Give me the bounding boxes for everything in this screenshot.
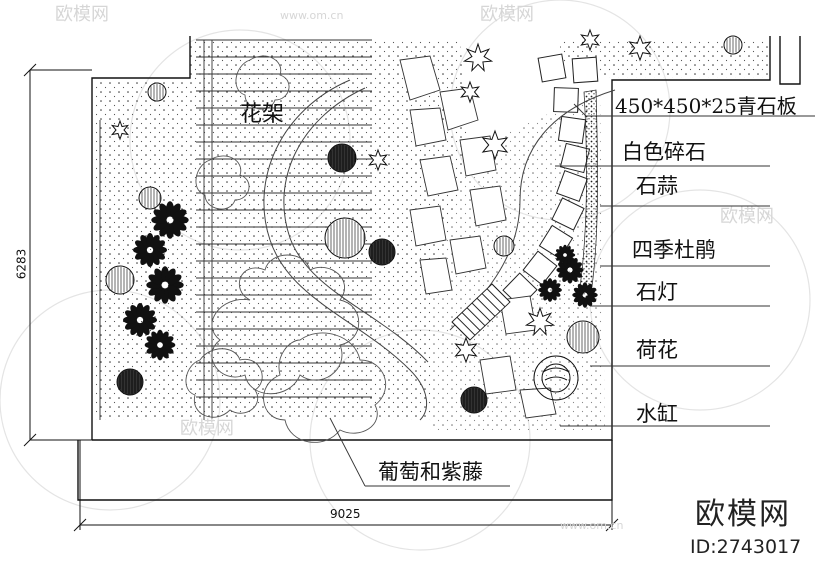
- stepping-stone: [557, 115, 587, 145]
- dark-shrub: [144, 329, 176, 361]
- rock: [449, 235, 487, 275]
- dark-shrubs: [123, 201, 598, 361]
- bridge-slat: [471, 302, 491, 322]
- round-shrub: [368, 238, 396, 266]
- bridge-slat: [476, 297, 496, 317]
- flower-rack-beams: [196, 39, 372, 420]
- round-shrub: [116, 368, 144, 396]
- bridge-slat: [456, 316, 476, 336]
- watermark-id: ID:2743017: [690, 536, 802, 558]
- star-plant: [524, 306, 556, 337]
- bridge-slat: [451, 321, 471, 341]
- rock-cluster: [399, 55, 557, 419]
- star-plants: [110, 28, 652, 364]
- dimension-height: 6283: [14, 248, 29, 280]
- round-shrub: [105, 265, 135, 295]
- watermark-brand-faint: 欧模网: [55, 4, 109, 25]
- label-stone-lamp: 石灯: [636, 280, 678, 304]
- dark-shrub: [123, 303, 157, 337]
- label-white-gravel: 白色碎石: [622, 140, 706, 164]
- stepping-stone: [551, 197, 585, 231]
- round-shrub: [460, 386, 488, 414]
- star-plant: [580, 28, 600, 52]
- rock: [409, 107, 447, 147]
- star-plant: [462, 42, 494, 73]
- rock: [419, 155, 459, 197]
- watermark-site-faint: www.om.cn: [280, 9, 344, 22]
- star-plant: [460, 80, 480, 104]
- label-bluestone: 450*450*25青石板: [615, 94, 797, 118]
- round-shrubs: [105, 35, 743, 414]
- star-plant: [628, 34, 652, 62]
- stepping-stone: [555, 169, 589, 203]
- bridge-slat: [481, 293, 501, 312]
- leader-lines: [329, 103, 815, 487]
- watermark-site-faint: www.om.cn: [560, 519, 624, 532]
- bridge-slat: [491, 283, 511, 303]
- water-jar: [533, 355, 579, 401]
- bridge-slat: [461, 312, 481, 331]
- round-shrub: [138, 186, 162, 210]
- label-lycoris: 石蒜: [636, 174, 678, 198]
- stepping-stone: [571, 56, 599, 84]
- rock: [409, 205, 447, 247]
- stepping-stone: [522, 250, 558, 286]
- round-shrub: [147, 82, 167, 102]
- dark-shrub: [146, 266, 184, 304]
- star-plant: [110, 119, 130, 141]
- label-azalea: 四季杜鹃: [632, 238, 716, 262]
- watermark-brand: 欧模网: [695, 497, 791, 532]
- dimension-width: 9025: [330, 507, 361, 521]
- round-shrub: [327, 143, 357, 173]
- round-shrub: [723, 35, 743, 55]
- star-plant: [368, 148, 388, 172]
- label-water-jar: 水缸: [636, 402, 678, 426]
- dark-shrub: [538, 278, 562, 302]
- dimension-lines: [23, 63, 619, 532]
- grape-wisteria-canopy: [185, 55, 387, 443]
- watermark-brand-faint: 欧模网: [180, 418, 234, 439]
- wooden-bridge: [451, 283, 511, 341]
- dark-shrub: [151, 201, 189, 239]
- bluestone-stepping-stones: [502, 53, 599, 308]
- stepping-stone: [553, 87, 579, 113]
- rock: [459, 135, 497, 177]
- round-shrub: [493, 235, 515, 257]
- rock: [399, 55, 441, 101]
- dark-shrub: [554, 244, 576, 266]
- stepping-stone: [537, 53, 567, 83]
- round-shrub: [566, 320, 600, 354]
- rock: [519, 387, 557, 419]
- rock: [479, 355, 517, 395]
- dark-shrub: [133, 233, 167, 267]
- label-grape-wisteria: 葡萄和紫藤: [378, 460, 483, 484]
- label-lotus: 荷花: [636, 338, 678, 362]
- bridge-slat: [486, 288, 506, 308]
- star-plant: [481, 129, 509, 161]
- star-plant: [454, 336, 478, 364]
- rock: [419, 257, 453, 295]
- label-flower-rack: 花架: [240, 102, 285, 127]
- watermark-brand-faint: 欧模网: [480, 4, 534, 25]
- rock: [469, 185, 507, 227]
- stepping-stone: [559, 142, 591, 174]
- watermark-brand-faint: 欧模网: [720, 206, 774, 227]
- dark-shrub: [572, 282, 598, 308]
- bridge-slat: [466, 307, 486, 327]
- round-shrub: [324, 217, 366, 259]
